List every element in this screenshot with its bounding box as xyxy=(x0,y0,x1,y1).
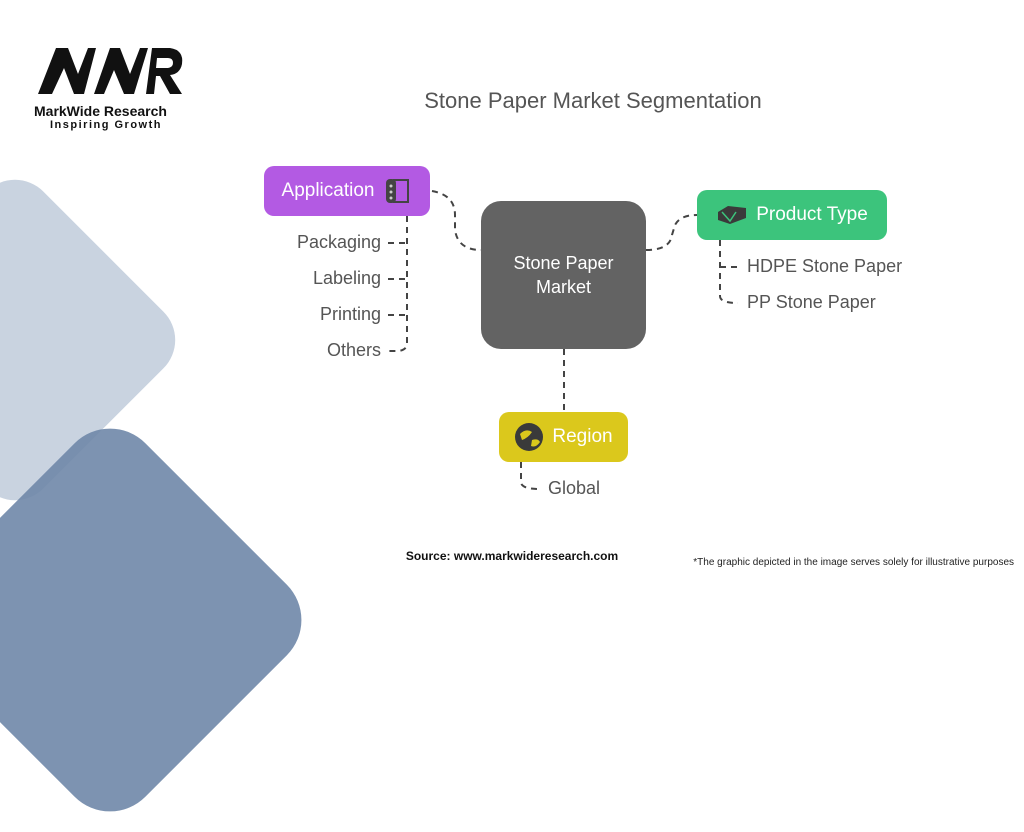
list-item: Global xyxy=(548,478,601,498)
logo: MarkWide Research Inspiring Growth xyxy=(34,44,189,131)
globe-icon xyxy=(515,423,544,451)
page-title: Stone Paper Market Segmentation xyxy=(424,88,762,113)
center-label: Stone Paper xyxy=(513,253,614,273)
segment-label: Region xyxy=(552,426,613,447)
list-item: Labeling xyxy=(312,268,381,288)
center-label: Market xyxy=(535,277,591,297)
list-item: Others xyxy=(326,340,381,360)
connector-lines xyxy=(388,190,739,490)
logo-brand: MarkWide Research xyxy=(34,103,167,119)
source-text: Source: www.markwideresearch.com xyxy=(405,549,619,563)
center-node: Stone Paper Market xyxy=(481,201,646,349)
segment-label: Product Type xyxy=(756,204,868,225)
mwr-logo-icon xyxy=(38,48,183,94)
list-item: Packaging xyxy=(296,232,381,252)
segment-region: Region xyxy=(499,412,628,462)
list-item: Printing xyxy=(319,304,381,324)
segment-product-type: Product Type xyxy=(697,190,887,240)
logo-tagline: Inspiring Growth xyxy=(50,119,162,131)
disclaimer-text: *The graphic depicted in the image serve… xyxy=(693,557,1014,568)
list-item: PP Stone Paper xyxy=(747,292,876,312)
stone-block-icon xyxy=(718,206,747,224)
paper-roll-icon xyxy=(386,179,410,203)
segment-application: Application xyxy=(264,166,430,216)
segment-label: Application xyxy=(281,180,375,201)
list-item: HDPE Stone Paper xyxy=(747,256,903,276)
